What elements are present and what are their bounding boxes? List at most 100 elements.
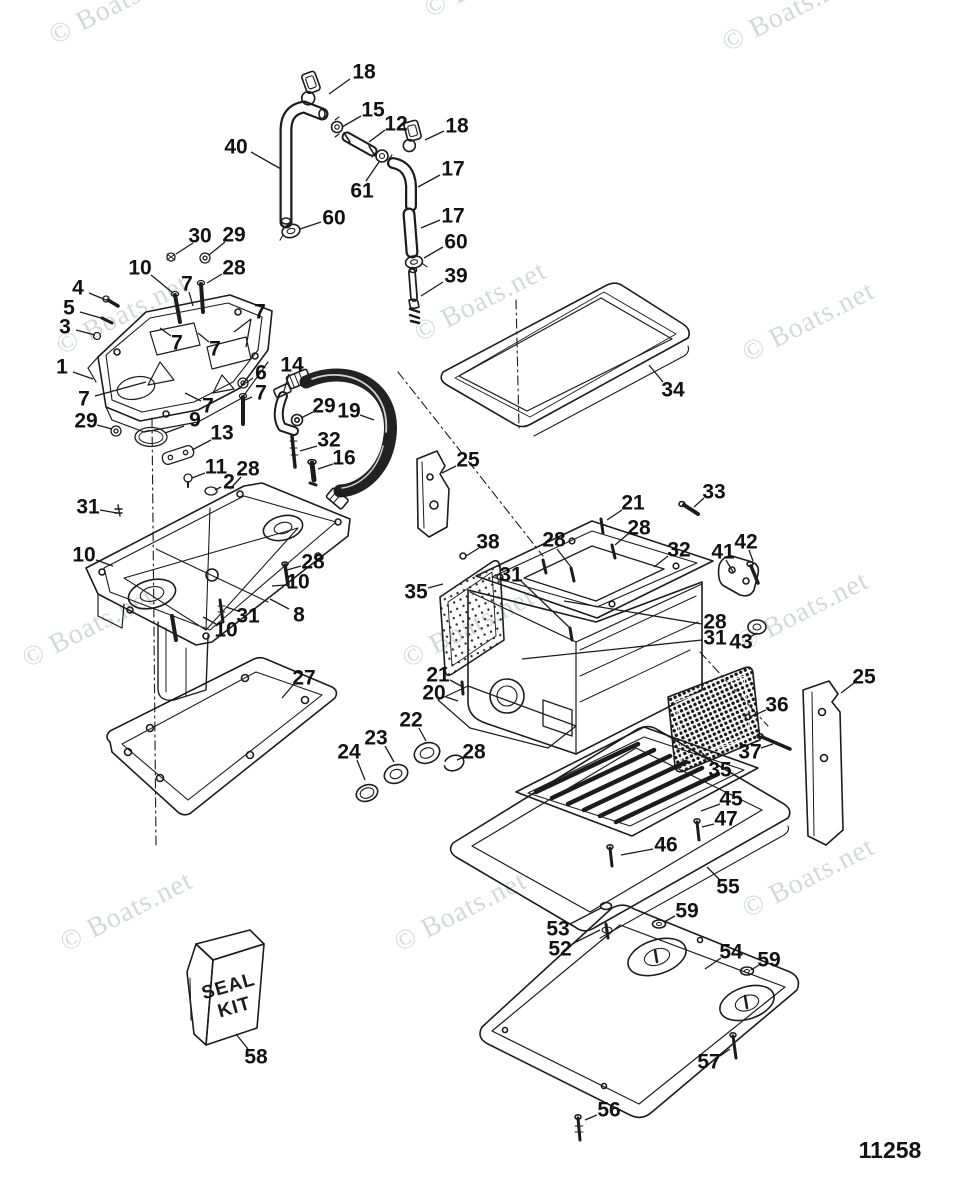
callout-leader-line [704, 957, 722, 970]
part-number-60: 60 [322, 207, 345, 230]
callout-leader-line [229, 476, 242, 490]
part-number-33: 33 [702, 481, 725, 504]
callout-leader-line [235, 1033, 249, 1050]
part-number-28: 28 [236, 458, 260, 481]
seal-stack-22-23-24 [355, 741, 465, 803]
part-number-8: 8 [293, 604, 305, 627]
part-number-29: 29 [312, 395, 335, 418]
part-number-22: 22 [399, 709, 422, 732]
clamp-61 [371, 149, 393, 163]
callout-leader-line [188, 291, 194, 307]
part-number-20: 20 [422, 682, 445, 705]
part-number-19: 19 [337, 400, 360, 423]
callout-leader-line [341, 115, 362, 128]
callout-leader-line [95, 559, 114, 567]
callout-leader-line [214, 486, 222, 491]
part-number-58: 58 [244, 1046, 268, 1069]
callout-leader-line [75, 329, 96, 336]
callout-leader-line [72, 371, 94, 380]
part-number-47: 47 [714, 808, 737, 831]
part-number-2: 2 [223, 471, 235, 494]
part-number-59: 59 [675, 900, 698, 923]
callout-leader-line [653, 555, 669, 568]
diagram-number: 11258 [859, 1137, 922, 1163]
callout-leader-line [606, 509, 623, 521]
part-number-28: 28 [301, 551, 325, 574]
callout-leader-line [300, 411, 314, 419]
part-number-28: 28 [703, 611, 727, 634]
line-art [85, 70, 844, 1142]
callout-leader-line [233, 318, 252, 333]
callout-leader-line [150, 274, 174, 294]
callout-leader-line [96, 424, 113, 430]
callout-leader-line [299, 445, 318, 452]
part-number-35: 35 [404, 581, 428, 604]
callout-leader-line [384, 745, 395, 763]
callout-leader-line [423, 246, 444, 259]
part-number-6: 6 [255, 362, 267, 385]
part-number-34: 34 [661, 379, 685, 402]
callout-leader-line [569, 907, 602, 925]
part-number-21: 21 [426, 664, 450, 687]
hose-40 [279, 100, 329, 229]
part-number-10: 10 [72, 544, 95, 567]
part-number-35: 35 [708, 759, 732, 782]
part-number-10: 10 [128, 257, 151, 280]
part-number-57: 57 [697, 1051, 720, 1074]
callout-leader-line [556, 548, 572, 568]
adaptor-plate-8 [85, 482, 351, 701]
callout-leader-line [208, 241, 226, 256]
callout-leader-line [202, 616, 217, 625]
callout-leader-line [245, 377, 254, 384]
part-number-7: 7 [202, 395, 214, 418]
part-number-7: 7 [171, 332, 183, 355]
part-number-40: 40 [224, 136, 247, 159]
callout-leader-line [365, 161, 380, 182]
part-number-14: 14 [280, 354, 304, 377]
callout-leader-line [99, 509, 118, 514]
callout-leader-line [563, 600, 703, 625]
louvered-plate-45 [515, 726, 759, 868]
part-number-31: 31 [703, 627, 727, 650]
callout-leader-line [359, 414, 375, 421]
callout-leader-line [441, 465, 457, 474]
callout-leader-line [719, 1048, 731, 1057]
part-number-7: 7 [254, 301, 266, 324]
part-number-27: 27 [292, 667, 315, 690]
callout-leader-line [250, 151, 282, 170]
callout-leader-line [206, 273, 223, 284]
part-number-4: 4 [72, 277, 84, 300]
callout-leader-line [449, 679, 462, 687]
part-number-38: 38 [476, 531, 500, 554]
part-number-24: 24 [337, 741, 361, 764]
part-number-61: 61 [350, 180, 374, 203]
part-number-7: 7 [78, 388, 90, 411]
part-number-29: 29 [222, 224, 245, 247]
callout-leader-line [317, 463, 334, 470]
callout-leader-line [418, 727, 427, 742]
part-number-28: 28 [627, 517, 651, 540]
part-number-53: 53 [546, 918, 569, 941]
seal-kit-box-58 [186, 929, 265, 1046]
callout-leader-line [159, 327, 172, 337]
callout-leader-line [245, 318, 252, 348]
fitting-14 [273, 383, 318, 487]
part-number-31: 31 [236, 605, 260, 628]
part-number-21: 21 [621, 492, 645, 515]
bracket-41-42-43 [717, 555, 767, 635]
part-number-12: 12 [384, 113, 407, 136]
part-number-41: 41 [711, 541, 735, 564]
part-number-25: 25 [456, 449, 480, 472]
callout-leader-line [356, 759, 366, 781]
part-number-7: 7 [255, 382, 267, 405]
callout-leader-line [520, 580, 572, 630]
callout-leader-line [283, 373, 290, 392]
callout-leader-line [725, 559, 734, 573]
bracket-25-right [802, 680, 844, 846]
callout-leader-line [751, 709, 767, 717]
callout-leader-line [840, 682, 855, 694]
part-number-60: 60 [444, 231, 467, 254]
part-number-39: 39 [444, 265, 467, 288]
